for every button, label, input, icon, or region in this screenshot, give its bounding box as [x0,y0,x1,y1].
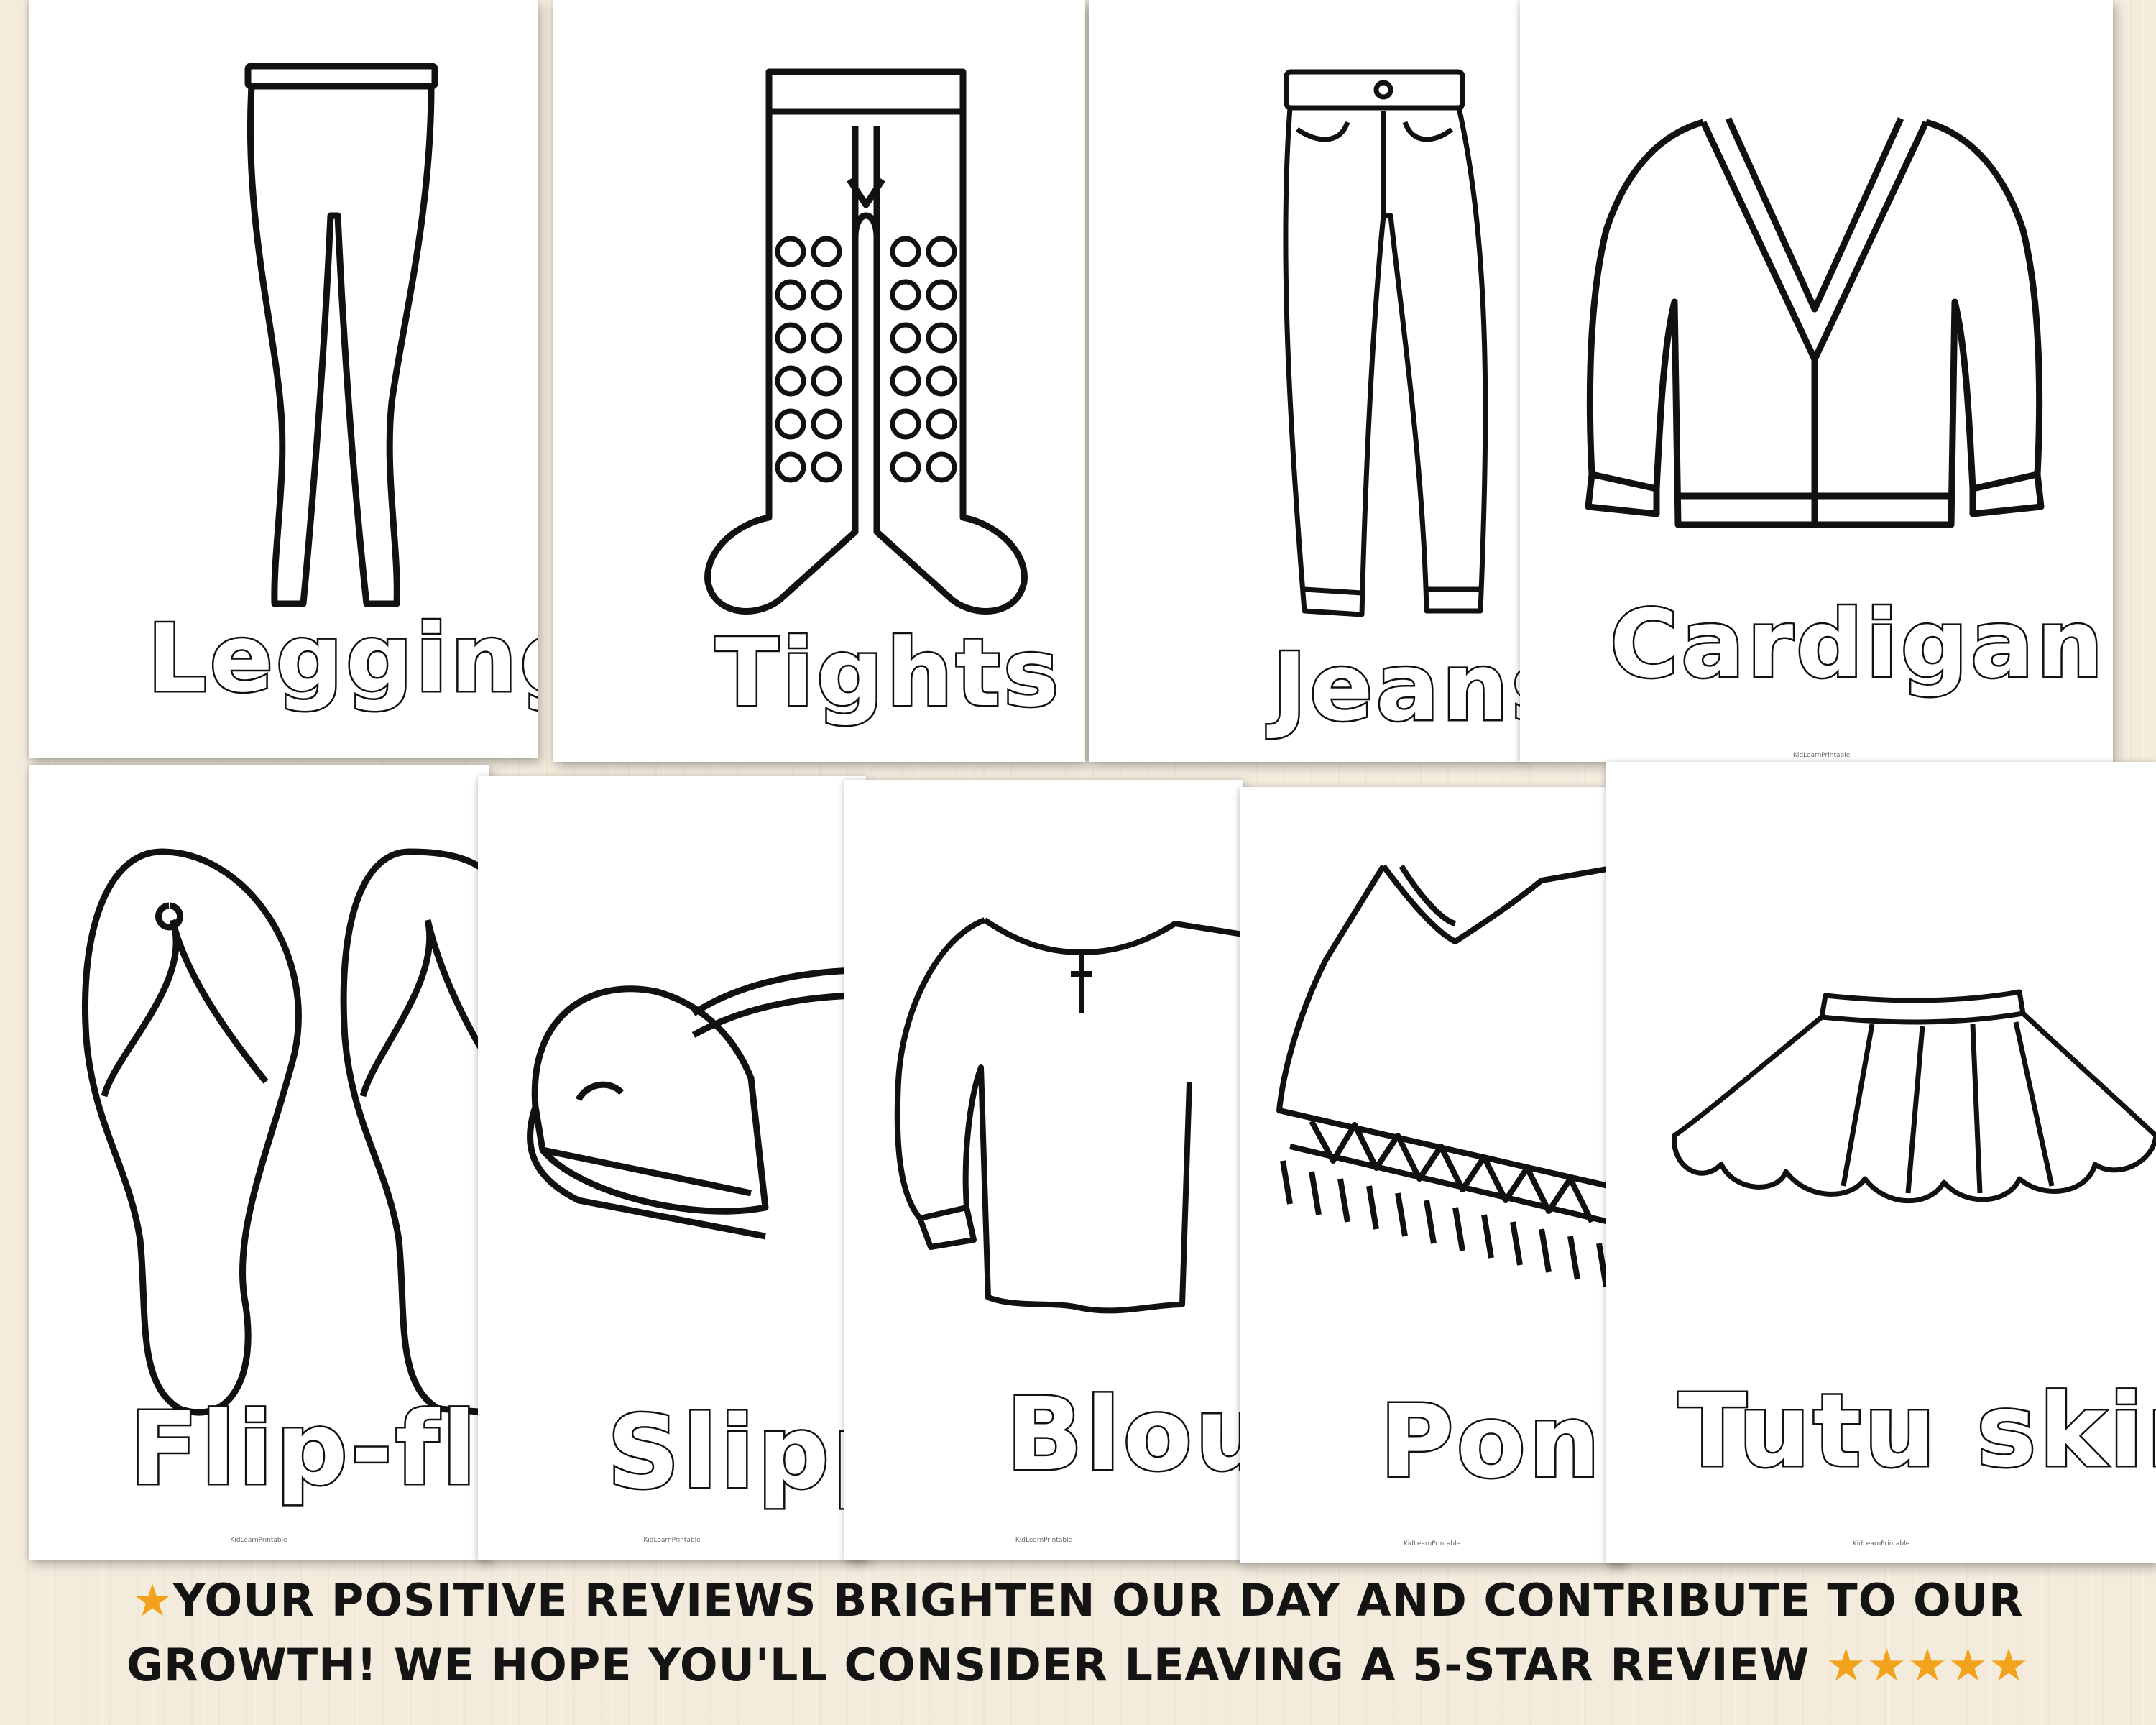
card-flip-flops: Flip-flops KidLearnPrintable [29,765,489,1560]
label-cardigan: Cardigan [1608,588,2106,701]
tutu-skirt-icon [1672,989,2156,1204]
card-jeans: Jeans [1089,0,1524,762]
slippers-icon [527,967,866,1240]
star-icon: ★ [132,1574,173,1627]
review-banner-line-1: ★YOUR POSITIVE REVIEWS BRIGHTEN OUR DAY … [132,1574,2024,1627]
card-blouse: Blouse KidLearnPrintable [844,780,1243,1560]
cardigan-icon [1585,117,2045,528]
credit-flip-flops: KidLearnPrintable [230,1537,287,1544]
credit-cardigan: KidLearnPrintable [1793,752,1851,759]
label-slippers: Slippers [606,1393,866,1514]
credit-poncho: KidLearnPrintable [1403,1540,1461,1547]
label-jeans: Jeans [1270,631,1524,744]
poncho-icon [1276,863,1624,1287]
label-blouse: Blouse [1005,1375,1243,1496]
label-leggings: Leggings [146,602,538,715]
leggings-icon [244,63,438,607]
card-slippers: Slippers KidLearnPrintable [478,776,866,1560]
five-star-rating-icon: ★★★★★ [1825,1639,2030,1691]
tights-icon [704,68,1028,615]
label-poncho: Poncho [1378,1382,1624,1503]
credit-slippers: KidLearnPrintable [643,1537,701,1544]
card-leggings: Leggings [29,0,538,758]
card-tutu-skirt: Tutu skirt KidLearnPrintable [1606,762,2156,1563]
card-cardigan: Cardigan KidLearnPrintable [1520,0,2113,762]
label-flip-flops: Flip-flops [128,1389,489,1510]
jeans-icon [1283,69,1488,617]
tights-dots [775,236,957,483]
label-tutu-skirt: Tutu skirt [1677,1371,2156,1492]
card-poncho: Poncho KidLearnPrintable [1240,787,1624,1563]
credit-tutu-skirt: KidLearnPrintable [1852,1540,1910,1547]
review-banner-line-2: GROWTH! WE HOPE YOU'LL CONSIDER LEAVING … [126,1639,2030,1691]
blouse-icon [894,917,1243,1314]
card-tights: Tights [553,0,1085,762]
credit-blouse: KidLearnPrintable [1015,1537,1073,1544]
label-tights: Tights [713,617,1062,730]
